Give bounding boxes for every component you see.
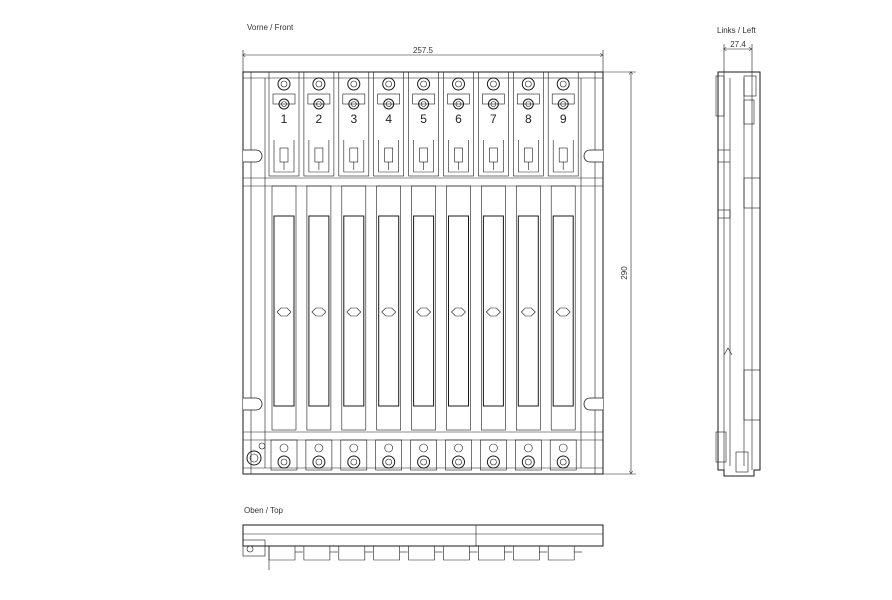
top-view-tab <box>373 546 400 561</box>
guide-arrow-icon <box>381 307 397 317</box>
slot-3: 3 <box>338 71 370 471</box>
slot-6: 6 <box>443 71 474 471</box>
guide-arrow-icon <box>311 307 327 317</box>
top-view-tab <box>408 546 435 561</box>
lower-screw-icon <box>521 455 535 469</box>
height-dimension: 290 <box>620 266 629 280</box>
lower-screw-icon <box>486 455 500 469</box>
upper-screw-icon <box>277 77 291 91</box>
lower-screw-icon <box>452 455 465 469</box>
upper-screw-icon <box>417 77 431 91</box>
slot-9: 9 <box>547 71 579 471</box>
left-view-label: Links / Left <box>717 26 756 35</box>
slot-number: 1 <box>281 112 288 126</box>
guide-arrow-icon <box>485 307 501 317</box>
slot-4: 4 <box>373 71 405 471</box>
guide-arrow-icon <box>416 307 432 317</box>
width-dimension: 257.5 <box>413 46 434 55</box>
lower-screw-icon <box>312 455 326 469</box>
slot-number: 4 <box>385 112 392 126</box>
slot-number: 8 <box>525 112 532 126</box>
lower-screw-icon <box>277 455 291 469</box>
slot-2: 2 <box>303 71 335 471</box>
slot-7: 7 <box>478 71 509 471</box>
upper-screw-icon <box>347 77 361 91</box>
top-view-tab <box>338 546 366 561</box>
lower-screw-icon <box>417 455 431 469</box>
depth-dimension: 27.4 <box>730 40 746 49</box>
lower-screw-icon <box>347 455 361 469</box>
left-view: 27.4 <box>715 40 761 477</box>
upper-screw-icon <box>312 77 326 91</box>
upper-screw-icon <box>486 77 500 91</box>
guide-arrow-icon <box>451 307 466 317</box>
guide-arrow-icon <box>555 307 571 317</box>
top-view-tab <box>443 546 470 561</box>
top-view <box>242 524 604 570</box>
guide-arrow-icon <box>346 307 362 317</box>
slot-number: 6 <box>455 112 462 126</box>
upper-screw-icon <box>452 77 465 91</box>
upper-screw-icon <box>556 77 570 91</box>
top-view-tab <box>303 546 331 561</box>
slot-number: 5 <box>420 112 427 126</box>
slot-number: 3 <box>350 112 357 126</box>
lower-screw-icon <box>556 455 570 469</box>
slot-number: 7 <box>490 112 497 126</box>
slot-8: 8 <box>512 71 544 471</box>
guide-arrow-icon <box>520 307 536 317</box>
guide-arrow-icon <box>276 307 292 317</box>
top-view-label: Oben / Top <box>244 506 284 515</box>
lower-screw-icon <box>382 455 396 469</box>
slot-number: 2 <box>316 112 323 126</box>
top-view-tab <box>547 546 575 561</box>
front-view-label: Vorne / Front <box>247 23 294 32</box>
front-view: 257.5 290 1 2 3 4 5 6 7 8 9 <box>243 46 636 475</box>
upper-screw-icon <box>521 77 535 91</box>
top-view-tab <box>268 546 296 561</box>
slot-number: 9 <box>560 112 567 126</box>
slot-1: 1 <box>268 71 300 471</box>
upper-screw-icon <box>382 77 396 91</box>
slot-5: 5 <box>408 71 439 471</box>
top-view-tab <box>513 546 540 561</box>
top-view-tab <box>478 546 505 561</box>
